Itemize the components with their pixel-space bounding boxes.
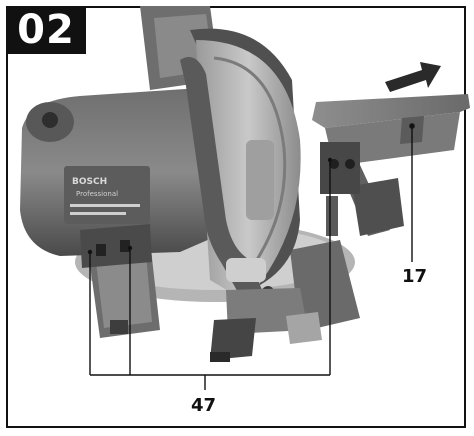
right-bracket — [320, 142, 360, 236]
callout-markers — [87, 123, 415, 255]
motor-brand-text: BOSCH — [72, 177, 107, 187]
arrow-right-icon — [385, 62, 441, 92]
lower-clamp — [210, 288, 322, 362]
callout-leaders — [89, 126, 413, 390]
motor-line-text: Professional — [76, 190, 118, 198]
step-number-badge: 02 — [6, 6, 86, 54]
callout-label-17: 17 — [402, 266, 428, 287]
motor-housing: BOSCH Professional — [20, 88, 226, 268]
callout-label-47: 47 — [191, 395, 217, 416]
